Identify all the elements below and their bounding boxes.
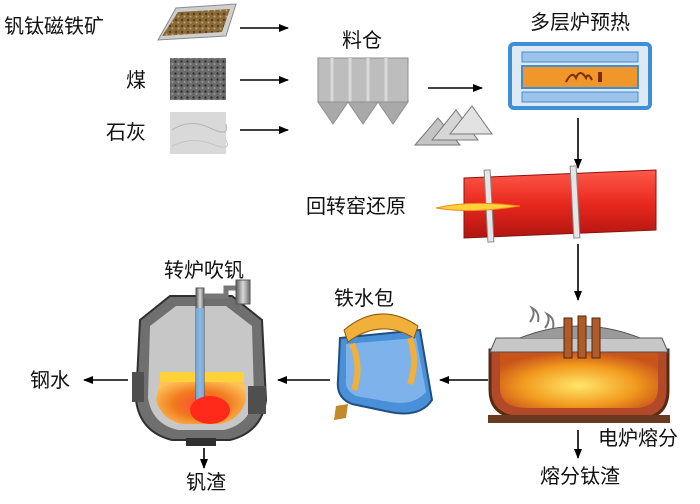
label-kiln: 回转窑还原 [306, 194, 406, 218]
lime-sample [170, 112, 228, 154]
label-steel: 钢水 [30, 368, 70, 392]
label-coal: 煤 [126, 68, 146, 92]
label-converter: 转炉吹钒 [164, 258, 244, 282]
converter [132, 279, 268, 446]
label-v-slag: 钒渣 [186, 470, 226, 494]
flame-icon [565, 72, 593, 83]
label-ladle: 铁水包 [334, 286, 394, 310]
preheat-furnace [508, 42, 652, 110]
coal-sample [170, 58, 226, 100]
ladle [334, 313, 434, 420]
label-ti-slag: 熔分钛渣 [540, 464, 620, 488]
label-lime: 石灰 [106, 120, 146, 144]
label-preheat: 多层炉预热 [530, 10, 630, 34]
label-ore: 钒钛磁铁矿 [4, 14, 104, 38]
ore-sample [157, 3, 237, 41]
material-bin [317, 57, 409, 125]
label-bin: 料仓 [342, 28, 382, 52]
label-furnace: 电炉熔分 [598, 426, 678, 450]
rotary-kiln [435, 165, 657, 243]
kiln-flame-icon [435, 202, 521, 212]
flow-arrows [83, 24, 582, 469]
material-piles [413, 105, 493, 146]
electric-furnace [488, 305, 670, 423]
